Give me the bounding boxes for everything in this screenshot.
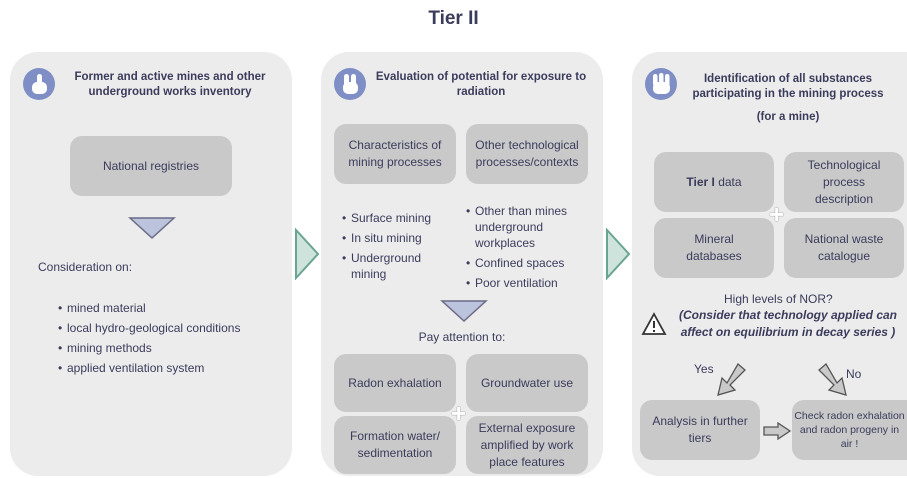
list-item: Underground mining bbox=[342, 250, 454, 282]
hand-one-finger-icon bbox=[23, 68, 55, 100]
list-item: mined material bbox=[58, 300, 288, 316]
radon-exhalation-box: Radon exhalation bbox=[334, 354, 456, 412]
tier1-bold-label: Tier I bbox=[686, 174, 715, 189]
panel1-heading: Former and active mines and other underg… bbox=[74, 71, 266, 98]
panel3-heading: Identification of all substances partici… bbox=[692, 73, 884, 100]
consideration-label: Consideration on: bbox=[38, 260, 133, 274]
right-arrow-icon bbox=[295, 228, 320, 280]
list-item: applied ventilation system bbox=[58, 360, 288, 376]
hand-two-fingers-icon bbox=[334, 68, 366, 100]
right-arrow-icon bbox=[763, 422, 792, 440]
plus-icon: + bbox=[451, 398, 467, 428]
further-tiers-box: Analysis in further tiers bbox=[640, 400, 760, 460]
yes-label: Yes bbox=[694, 362, 714, 376]
plus-icon: + bbox=[769, 199, 785, 229]
check-radon-box: Check radon exhalation and radon progeny… bbox=[792, 400, 907, 460]
formation-water-box: Formation water/ sedimentation bbox=[334, 416, 456, 474]
no-label: No bbox=[846, 367, 862, 381]
technological-description-box: Technological process description bbox=[784, 152, 904, 212]
warning-icon bbox=[641, 312, 667, 335]
tier1-data-label: data bbox=[714, 174, 742, 189]
down-right-arrow-icon bbox=[818, 362, 847, 396]
national-waste-catalogue-box: National waste catalogue bbox=[784, 218, 904, 278]
panel2-heading: Evaluation of potential for exposure to … bbox=[375, 71, 587, 98]
panel-inventory bbox=[10, 52, 292, 476]
list-item: local hydro-geological conditions bbox=[58, 320, 288, 336]
list-item: Other than mines underground workplaces bbox=[466, 203, 592, 251]
list-item: Poor ventilation bbox=[466, 275, 592, 291]
right-arrow-icon bbox=[606, 228, 631, 280]
list-item: Confined spaces bbox=[466, 255, 592, 271]
mining-processes-box: Characteristics of mining processes bbox=[334, 124, 456, 184]
hand-three-fingers-icon bbox=[645, 68, 677, 100]
mining-types-list: Surface mining In situ mining Undergroun… bbox=[342, 210, 454, 286]
list-item: In situ mining bbox=[342, 230, 454, 246]
decay-note: (Consider that technology applied can af… bbox=[678, 308, 898, 339]
panel3-subheading: (for a mine) bbox=[756, 111, 820, 123]
other-contexts-list: Other than mines underground workplaces … bbox=[466, 203, 592, 295]
tier1-data-box: Tier I data bbox=[654, 152, 774, 212]
external-exposure-box: External exposure amplified by work plac… bbox=[466, 416, 588, 474]
mineral-databases-box: Mineral databases bbox=[654, 218, 774, 278]
down-triangle-icon bbox=[440, 300, 488, 323]
down-triangle-icon bbox=[128, 217, 176, 240]
other-processes-box: Other technological processes/contexts bbox=[466, 124, 588, 184]
consideration-list: mined material local hydro-geological co… bbox=[58, 300, 288, 380]
pay-attention-label: Pay attention to: bbox=[418, 330, 506, 344]
nor-question: High levels of NOR? bbox=[724, 292, 833, 306]
groundwater-use-box: Groundwater use bbox=[466, 354, 588, 412]
national-registries-box: National registries bbox=[70, 136, 232, 196]
list-item: mining methods bbox=[58, 340, 288, 356]
diagram-title: Tier II bbox=[428, 8, 479, 29]
list-item: Surface mining bbox=[342, 210, 454, 226]
down-left-arrow-icon bbox=[717, 362, 746, 396]
